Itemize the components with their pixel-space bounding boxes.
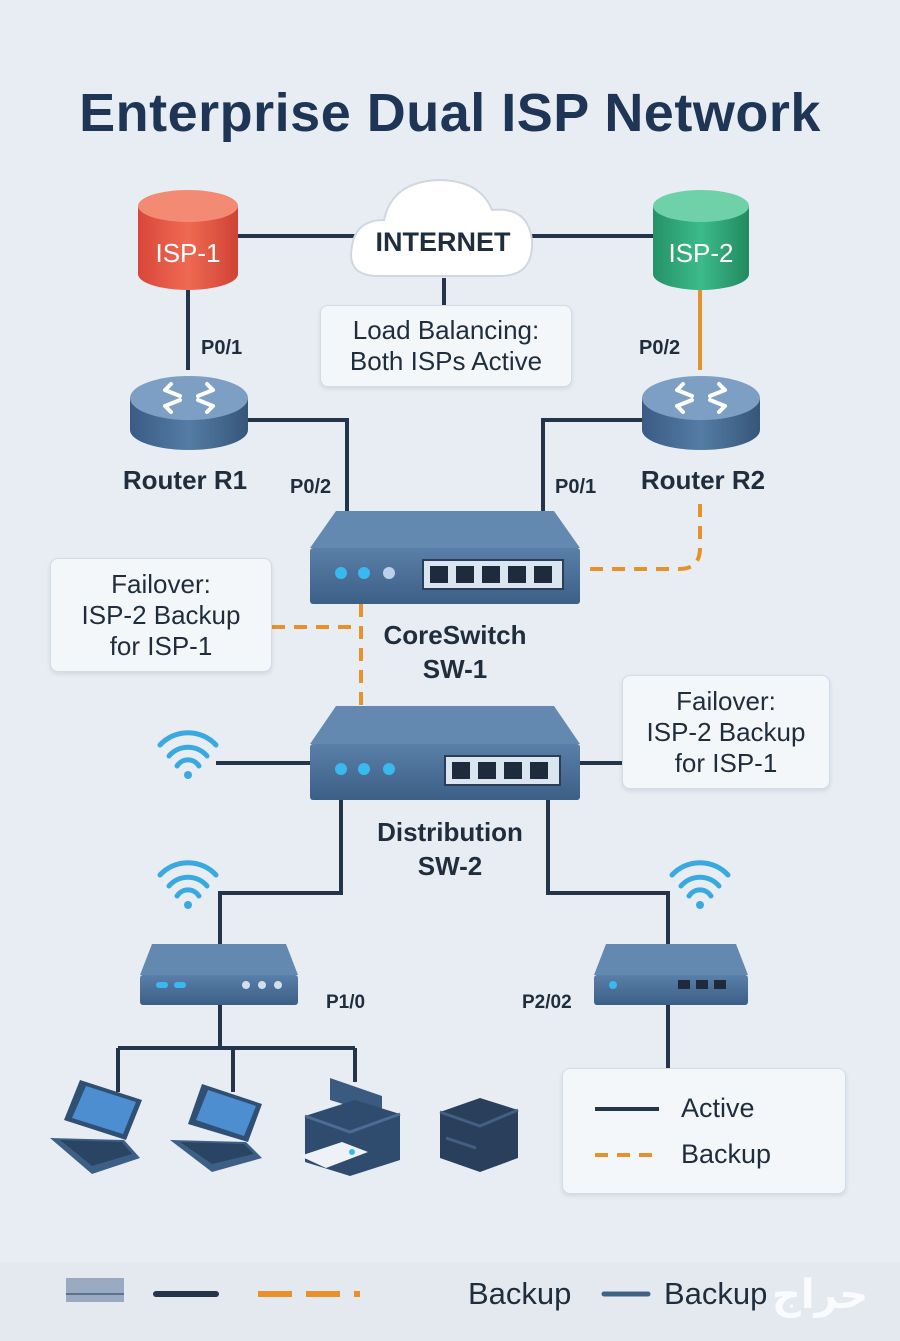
- isp1-database-icon: [138, 190, 238, 290]
- isp2-database-icon: [653, 190, 749, 290]
- port-r1-down: P0/2: [290, 476, 332, 498]
- distribution-switch-icon: [310, 706, 580, 800]
- laptop-icon: [170, 1084, 262, 1172]
- link-r1-core: [246, 418, 349, 512]
- internet-label: INTERNET: [376, 227, 512, 257]
- cloud-icon: [350, 178, 534, 277]
- router-r2-icon: [642, 376, 760, 450]
- legend-backup-label: Backup: [681, 1139, 772, 1169]
- core-switch-id: SW-1: [422, 654, 488, 684]
- distribution-switch-label: Distribution SW-2: [350, 815, 550, 883]
- load-balancing-note: Load Balancing: Both ISPs Active: [320, 305, 572, 387]
- note-line: Load Balancing:: [352, 315, 540, 345]
- wifi-icon: [157, 730, 219, 779]
- link-r2-core: [541, 418, 642, 512]
- port-access-right: P2/02: [522, 992, 572, 1013]
- note-line: Both ISPs Active: [349, 346, 543, 376]
- footer-strip: [0, 1262, 900, 1341]
- link-r2-core-backup: [581, 504, 702, 571]
- router-r2-label: Router R2: [640, 465, 766, 495]
- access-switch-left-icon: [140, 944, 298, 1005]
- port-access-left: P1/0: [326, 992, 366, 1013]
- backup-links: [272, 290, 702, 706]
- active-links: [116, 234, 670, 1092]
- distribution-switch-name: Distribution: [377, 817, 523, 847]
- router-r1-icon: [130, 376, 248, 450]
- note-line: for ISP-1: [674, 747, 778, 778]
- legend-box: Active Backup: [562, 1068, 846, 1194]
- distribution-switch-id: SW-2: [417, 851, 483, 881]
- footer-swatch: [66, 1278, 124, 1302]
- note-line: Failover:: [676, 685, 776, 716]
- laptop-icon: [50, 1080, 142, 1174]
- port-r2-up: P0/2: [639, 337, 681, 359]
- port-r1-up: P0/1: [201, 337, 243, 359]
- footer-label-1: Backup: [468, 1276, 572, 1311]
- watermark-logo: حراج: [772, 1273, 869, 1317]
- wifi-icon: [669, 860, 731, 909]
- printer-icon: [439, 1082, 519, 1172]
- link-dist-access-left: [218, 800, 343, 944]
- port-r2-down: P0/1: [555, 476, 597, 498]
- isp2-label: ISP-2: [668, 238, 733, 268]
- note-line: ISP-2 Backup: [81, 599, 241, 630]
- page-title: Enterprise Dual ISP Network: [79, 83, 821, 143]
- router-r1-label: Router R1: [122, 465, 248, 495]
- legend-active-label: Active: [681, 1093, 755, 1123]
- failover-note-left: Failover: ISP-2 Backup for ISP-1: [50, 558, 272, 672]
- printer-icon: [300, 1078, 401, 1176]
- note-line: Failover:: [111, 568, 211, 599]
- access-switch-right-icon: [594, 944, 748, 1005]
- link-dist-access-right: [546, 800, 670, 944]
- core-switch-name: CoreSwitch: [383, 620, 527, 650]
- isp1-label: ISP-1: [155, 238, 220, 268]
- legend-swatches: [595, 1107, 659, 1157]
- wifi-icon: [157, 860, 219, 909]
- core-switch-icon: [310, 511, 580, 604]
- footer-label-2: Backup: [664, 1276, 768, 1311]
- core-switch-label: CoreSwitch SW-1: [360, 618, 550, 686]
- note-line: ISP-2 Backup: [646, 716, 806, 747]
- failover-note-right: Failover: ISP-2 Backup for ISP-1: [622, 675, 830, 789]
- note-line: for ISP-1: [109, 630, 213, 661]
